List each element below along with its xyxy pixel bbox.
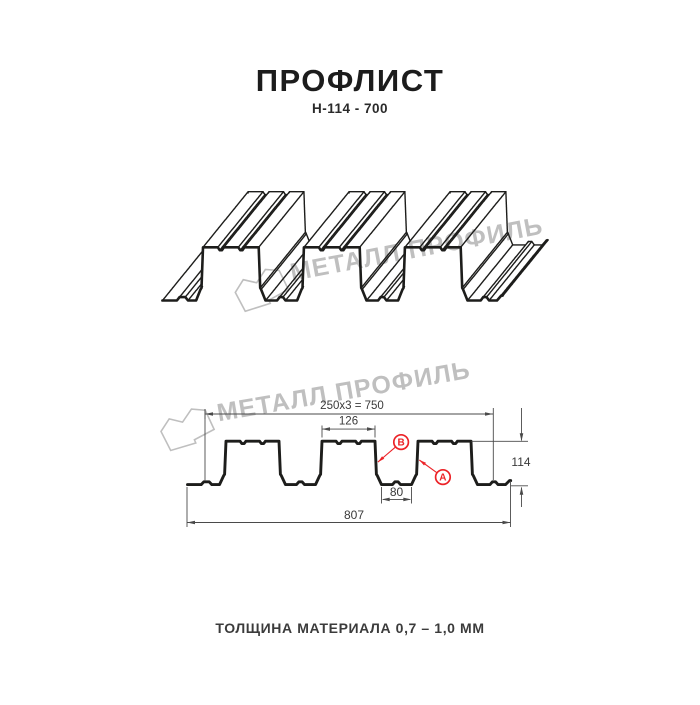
svg-text:114: 114 <box>511 455 530 469</box>
svg-text:В: В <box>397 438 404 449</box>
svg-text:126: 126 <box>339 416 358 428</box>
svg-text:Н-114 - 700: Н-114 - 700 <box>312 101 388 116</box>
svg-text:А: А <box>439 473 446 484</box>
svg-text:ТОЛЩИНА МАТЕРИАЛА 0,7 – 1,0 ММ: ТОЛЩИНА МАТЕРИАЛА 0,7 – 1,0 ММ <box>215 620 484 636</box>
svg-text:80: 80 <box>390 485 404 499</box>
svg-text:807: 807 <box>344 508 364 522</box>
svg-text:ПРОФЛИСТ: ПРОФЛИСТ <box>256 63 445 98</box>
svg-text:250х3 = 750: 250х3 = 750 <box>320 400 384 412</box>
